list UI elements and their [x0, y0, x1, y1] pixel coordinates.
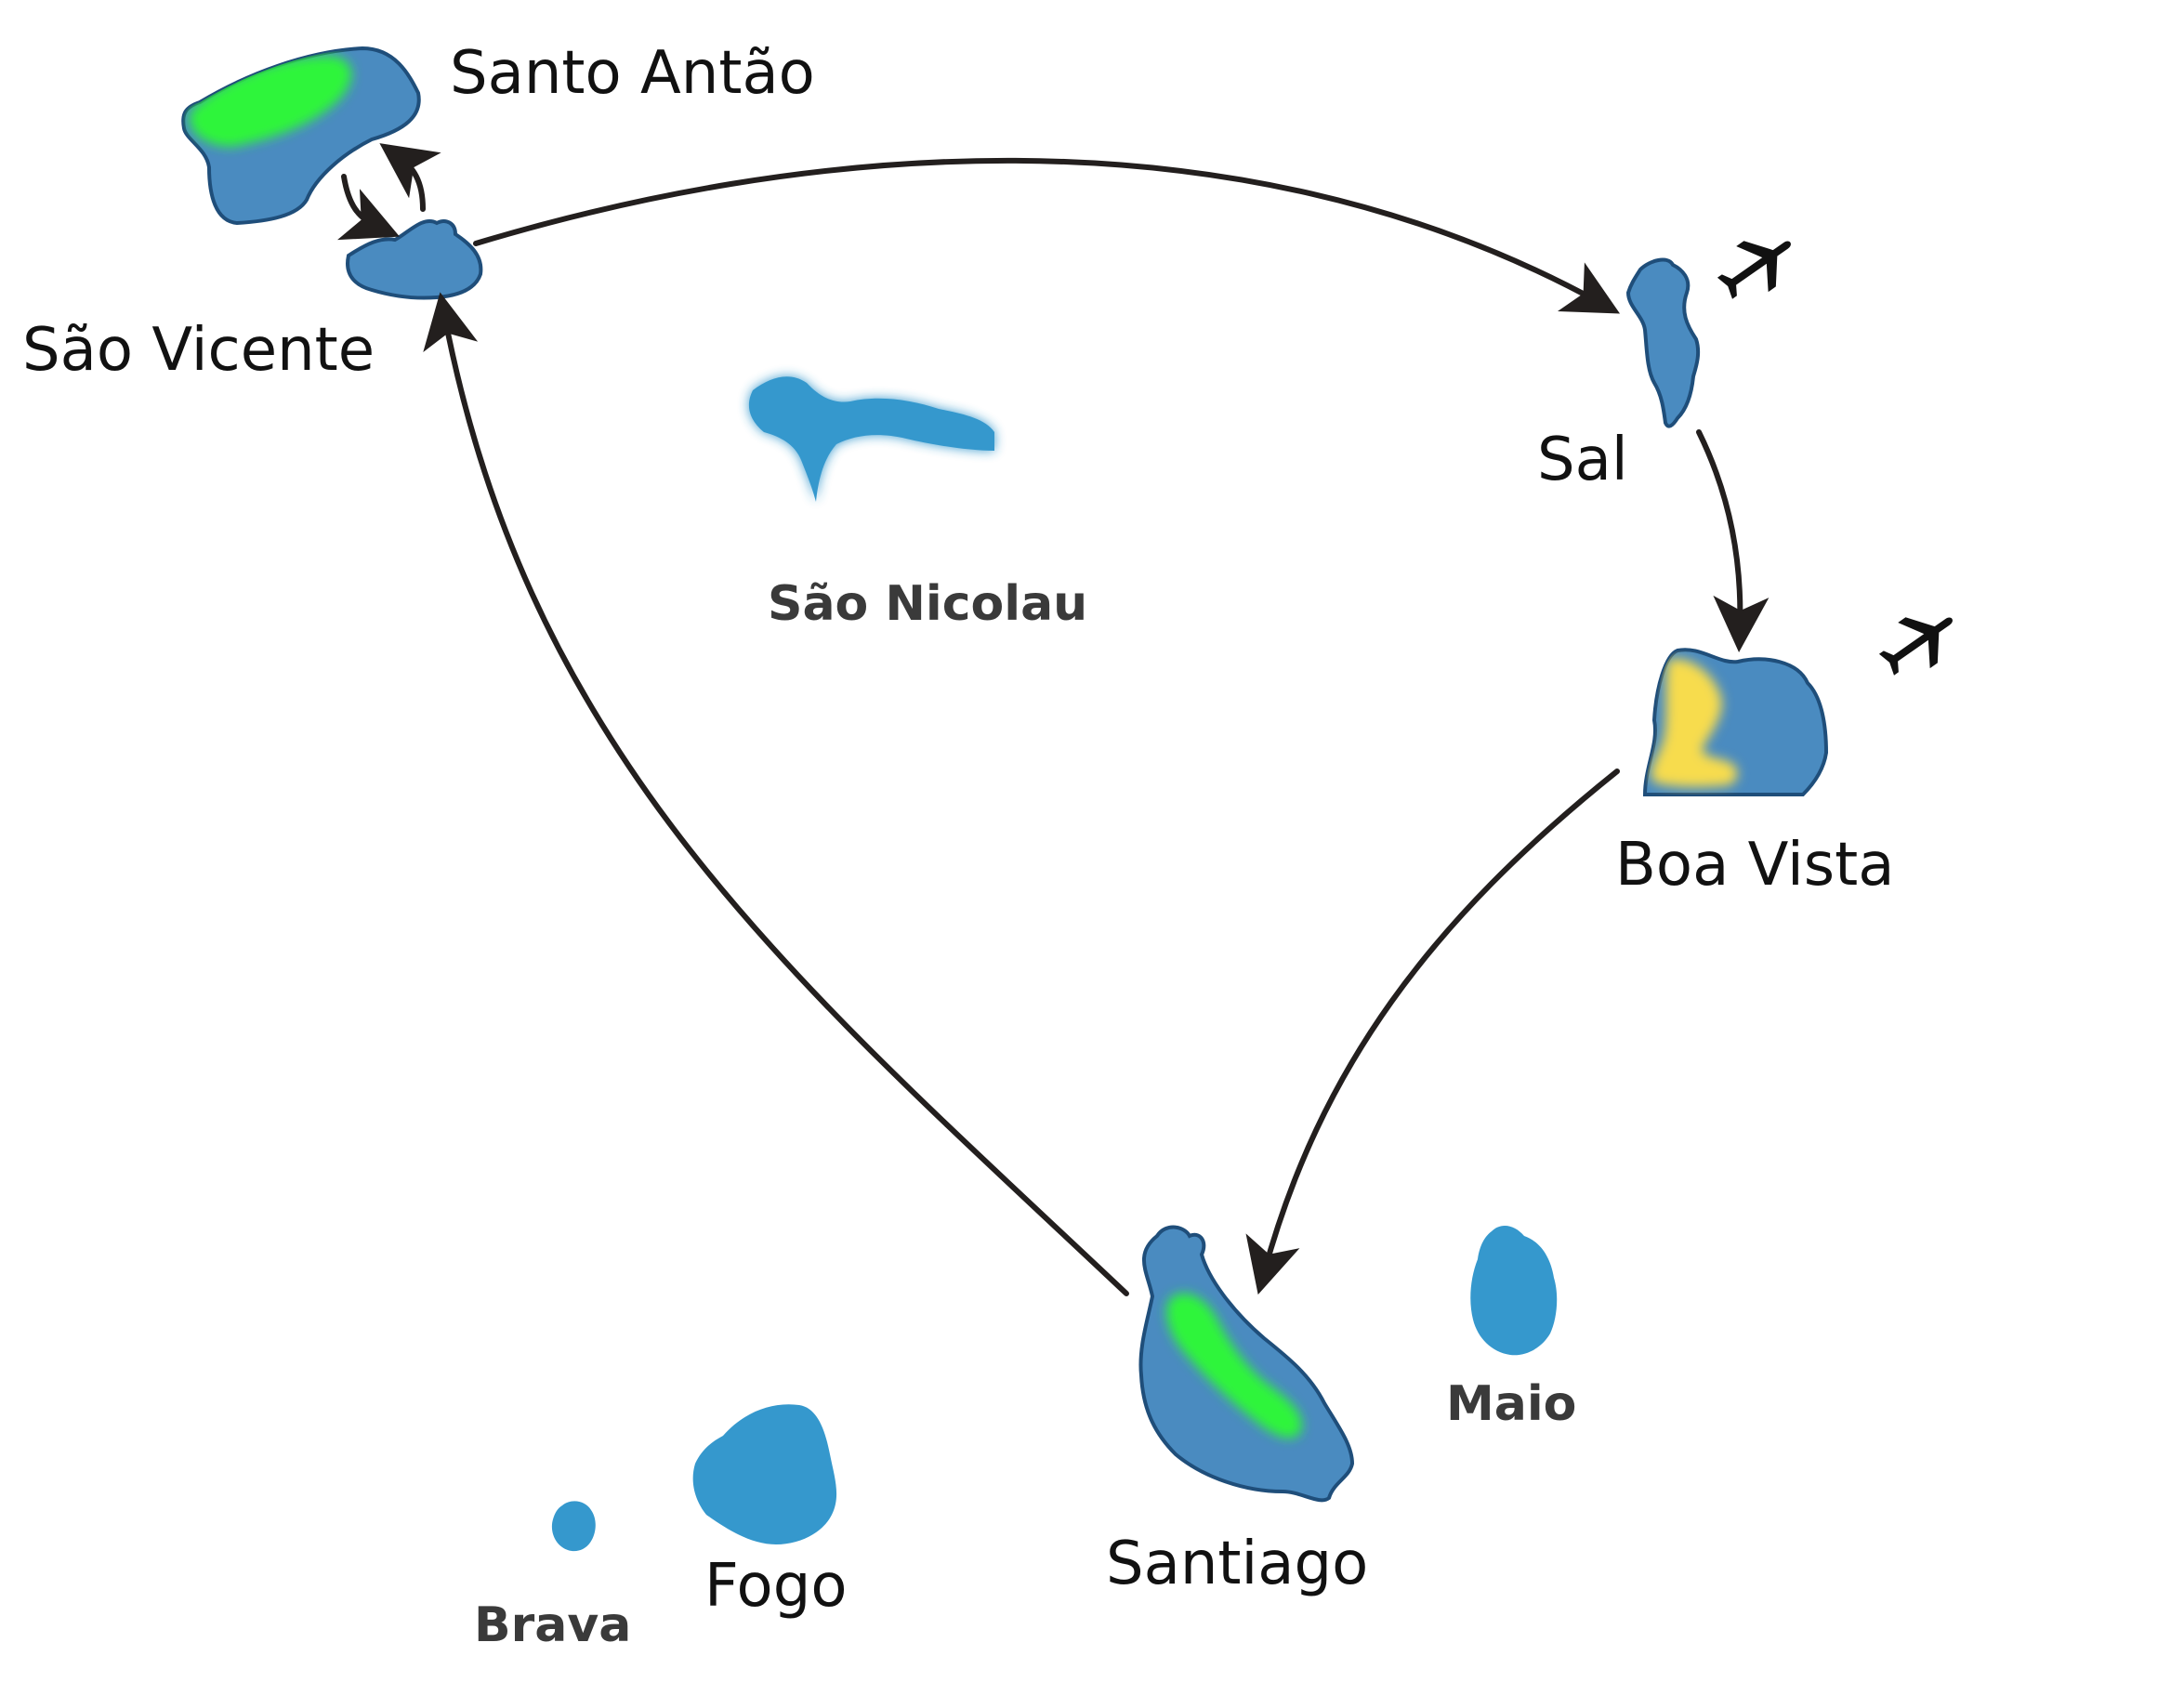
island-santiago: [1138, 1225, 1355, 1503]
boa-vista-yellow-highlight: [1651, 659, 1738, 787]
island-boa-vista: [1642, 648, 1829, 796]
label-sao-nicolau: São Nicolau: [768, 576, 1087, 632]
label-sao-vicente: São Vicente: [22, 316, 375, 385]
label-santiago: Santiago: [1106, 1530, 1368, 1598]
label-sal: Sal: [1537, 426, 1628, 494]
island-sal: [1625, 257, 1701, 428]
route-arrow-boa-vista-to-santiago: [1245, 769, 1620, 1295]
island-santo-antao: [181, 46, 421, 226]
santo-antao-green-highlight: [189, 56, 352, 147]
santiago-green-highlight: [1166, 1293, 1302, 1439]
label-brava: Brava: [474, 1597, 631, 1653]
route-arrow-sao-vicente-to-sal: [473, 157, 1621, 314]
label-boa-vista: Boa Vista: [1615, 831, 1894, 900]
route-arrow-santo-antao-to-sao-vicente: [337, 174, 401, 241]
island-brava: [551, 1501, 596, 1552]
airplane-icon: [1878, 617, 1953, 676]
label-fogo: Fogo: [704, 1552, 847, 1621]
route-arrow-sal-to-boa-vista: [1696, 429, 1770, 652]
airplane-icon: [1717, 241, 1791, 299]
island-fogo: [692, 1404, 837, 1544]
island-maio: [1470, 1225, 1558, 1356]
label-santo-antao: Santo Antão: [450, 39, 815, 108]
label-maio: Maio: [1446, 1376, 1576, 1432]
route-arrow-santiago-to-sao-vicente: [423, 292, 1129, 1296]
sao-nicolau-fill: [748, 376, 994, 502]
island-sao-vicente: [346, 219, 483, 300]
route-arrow-sao-vicente-to-santo-antao: [379, 143, 441, 212]
